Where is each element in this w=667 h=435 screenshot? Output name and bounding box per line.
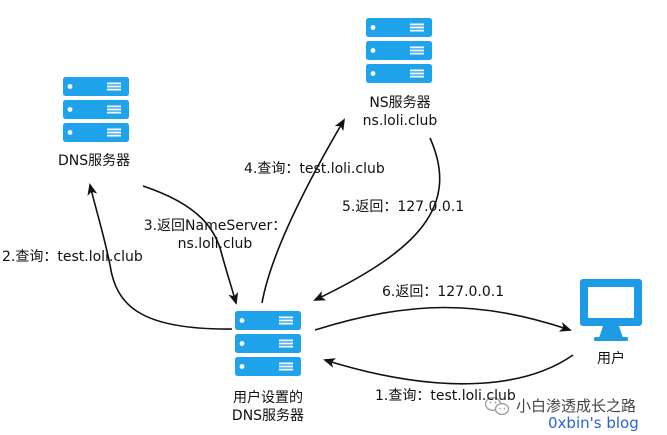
edge-step4-arrow bbox=[261, 118, 346, 304]
user-label: 用户 bbox=[597, 351, 625, 367]
edge-step5-label: 5.返回：127.0.0.1 bbox=[342, 199, 465, 215]
edge-step6-arrow bbox=[314, 306, 572, 332]
ns-server-icon bbox=[366, 18, 432, 83]
edge-step4-label: 4.查询：test.loli.club bbox=[244, 161, 385, 177]
user-monitor-icon bbox=[580, 279, 642, 341]
user-dns-server-label: 用户设置的 DNS服务器 bbox=[218, 389, 318, 425]
watermark-blog: 0xbin's blog bbox=[548, 414, 639, 432]
edge-step3-line2: ns.loli.club bbox=[177, 236, 253, 252]
user-dns-server-title: 用户设置的 bbox=[233, 390, 303, 406]
edge-step2-label: 2.查询：test.loli.club bbox=[2, 249, 143, 265]
edge-step5-arrow bbox=[313, 137, 441, 301]
edge-step1-label: 1.查询：test.loli.club bbox=[375, 388, 516, 404]
edge-step2-arrow bbox=[87, 183, 233, 330]
dns-server-left-icon bbox=[63, 77, 129, 142]
user-dns-server-subtitle: DNS服务器 bbox=[231, 408, 305, 424]
edge-step6-label: 6.返回：127.0.0.1 bbox=[382, 284, 505, 300]
edge-step3-line1: 3.返回NameServer： bbox=[143, 218, 287, 234]
edge-step3-arrow bbox=[142, 185, 239, 305]
wechat-icon bbox=[484, 397, 510, 416]
ns-server-label: NS服务器 ns.loli.club bbox=[352, 94, 448, 130]
edge-step3-label: 3.返回NameServer： ns.loli.club bbox=[140, 217, 290, 253]
ns-server-domain: ns.loli.club bbox=[362, 113, 438, 129]
dns-server-left-label: DNS服务器 bbox=[58, 153, 131, 169]
user-dns-server-icon bbox=[235, 311, 301, 376]
ns-server-title: NS服务器 bbox=[369, 95, 431, 111]
watermark-title: 小白渗透成长之路 bbox=[516, 397, 637, 415]
edge-step1-arrow bbox=[323, 354, 574, 385]
